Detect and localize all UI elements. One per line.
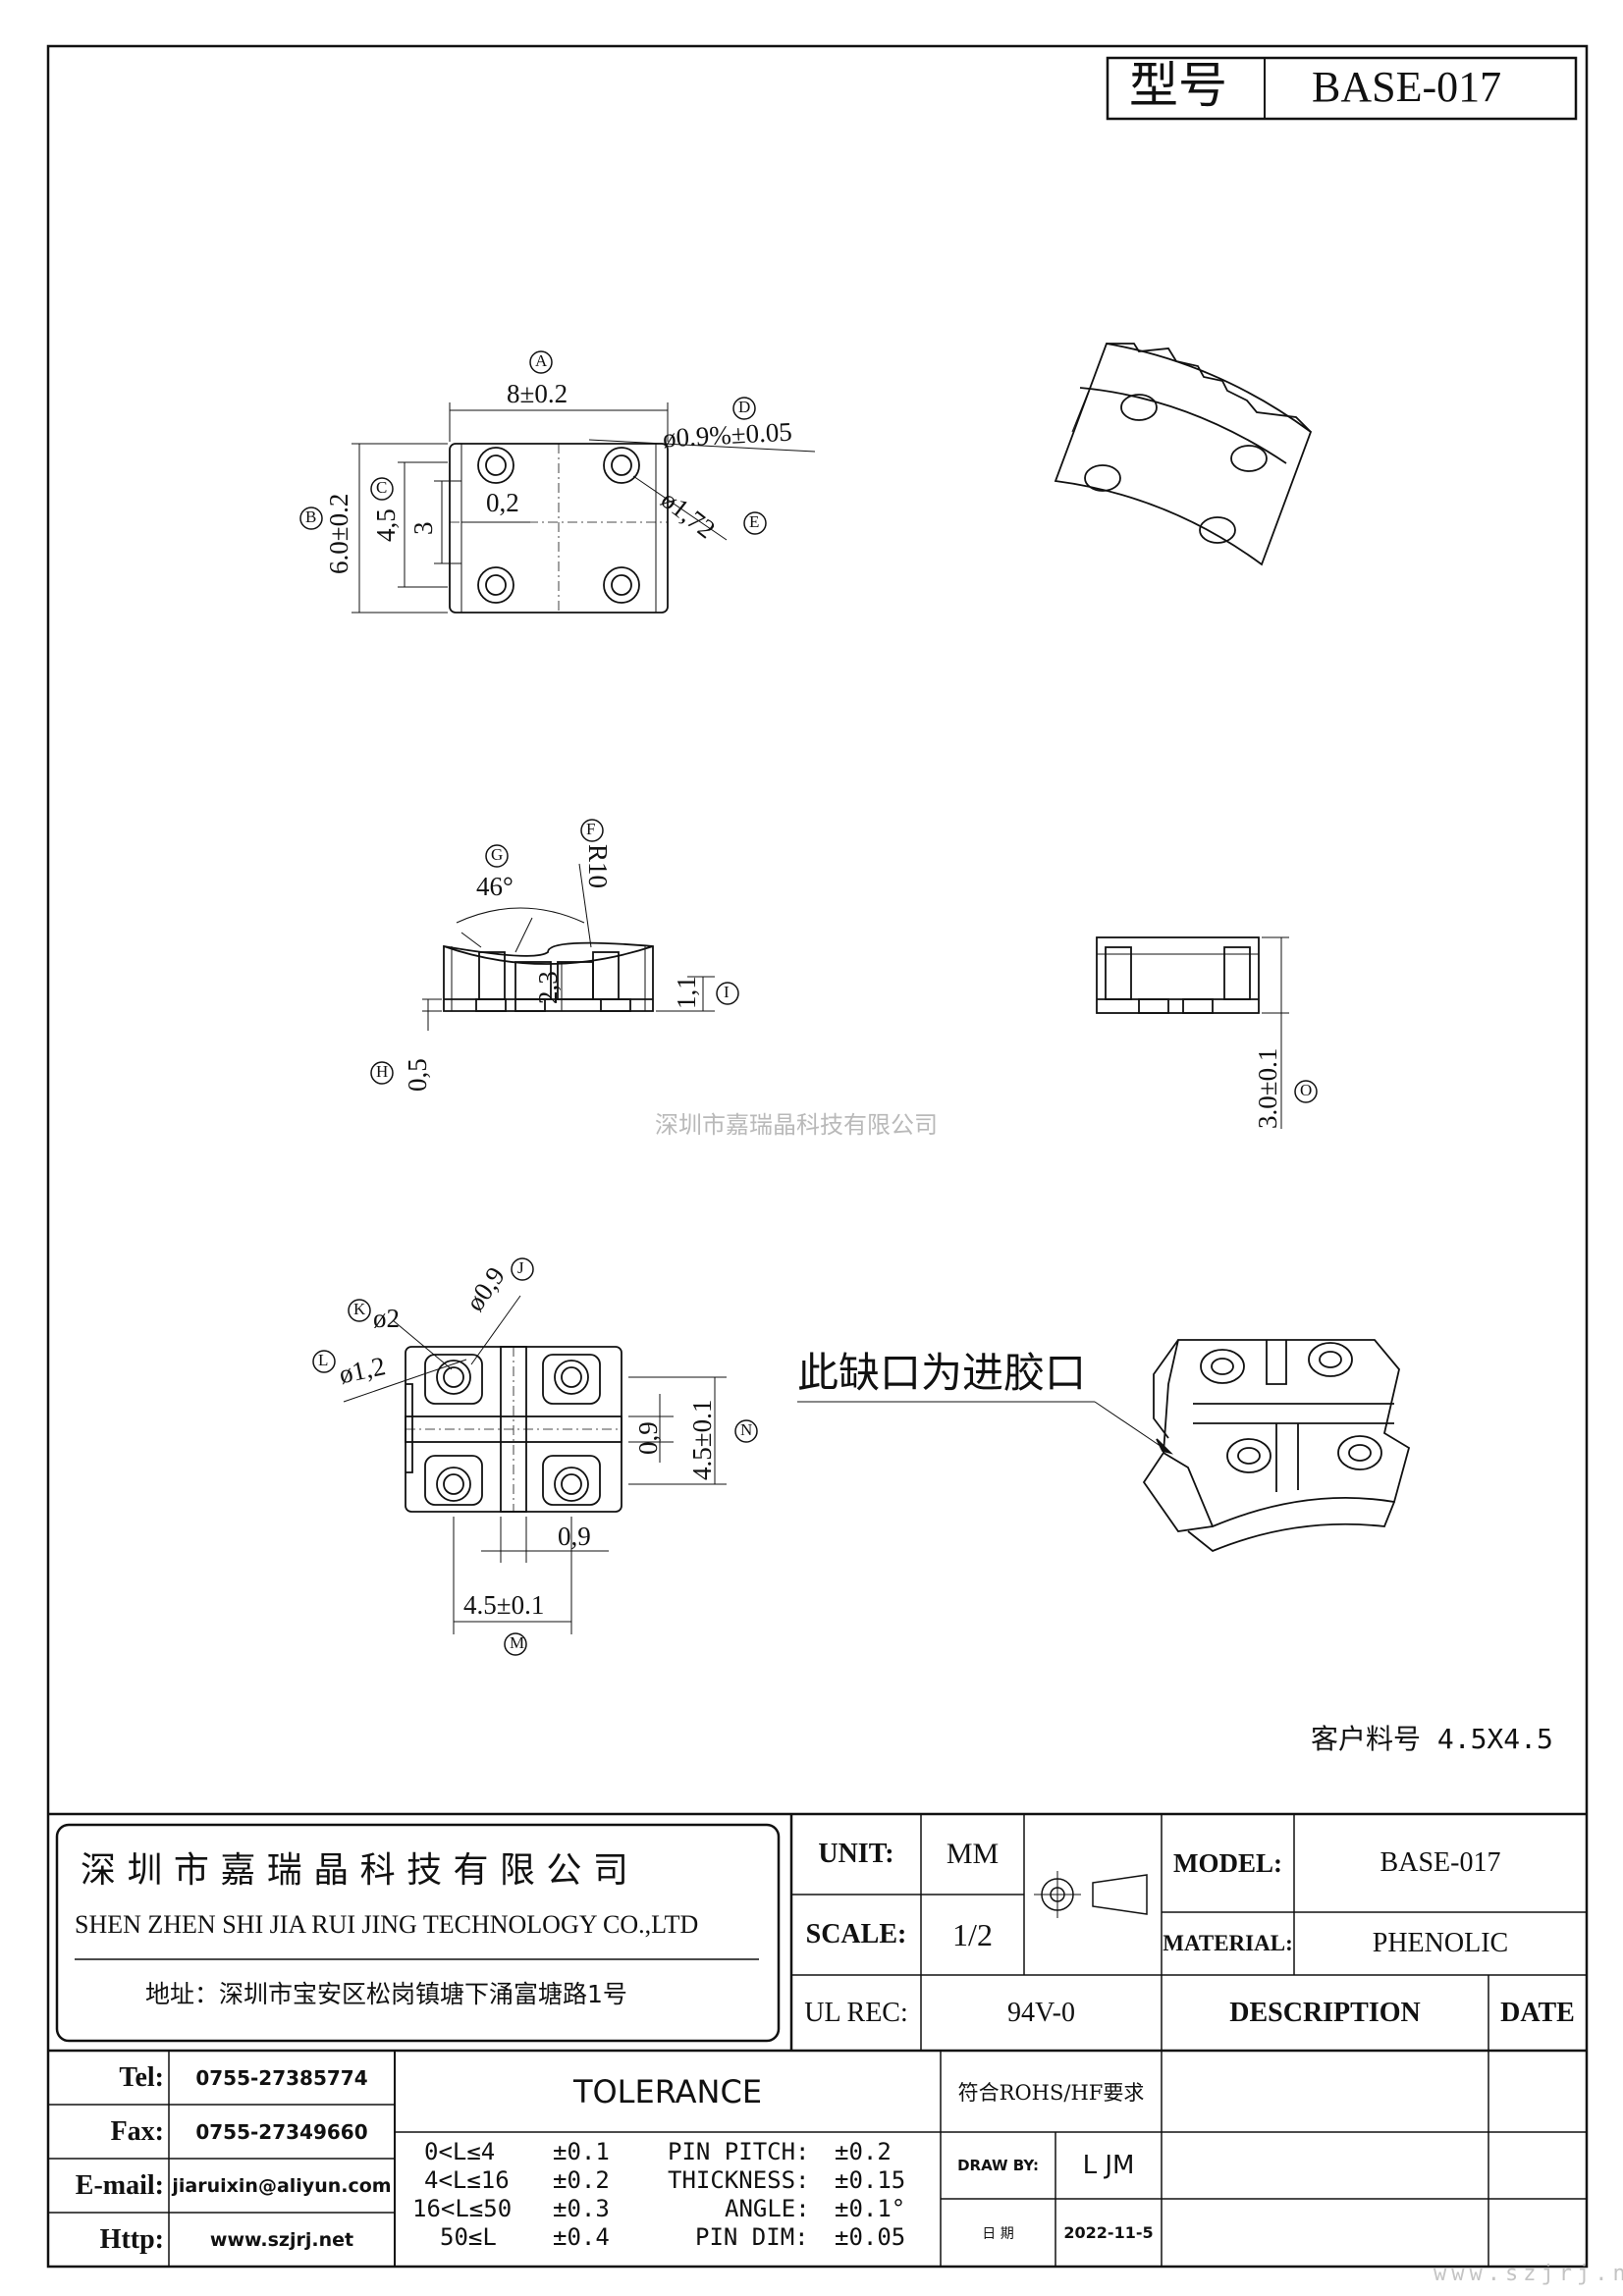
fax-label: Fax:	[110, 2115, 164, 2147]
material-label: MATERIAL:	[1163, 1931, 1293, 1955]
iso-view-bottom	[797, 1339, 1411, 1553]
dim-G: 46°	[476, 872, 514, 901]
email-label: E-mail:	[75, 2169, 164, 2201]
label-N: N	[740, 1420, 753, 1439]
spec-tol-2: ±0.15	[835, 2166, 906, 2194]
header-model-value: BASE-017	[1312, 63, 1502, 111]
scale-label: SCALE:	[805, 1919, 907, 1949]
material-value: PHENOLIC	[1372, 1928, 1509, 1958]
dim-A: 8±0.2	[507, 379, 568, 408]
spec-tol-1: ±0.2	[835, 2138, 892, 2165]
dim-gap: 0,2	[486, 488, 519, 517]
title-block-lines	[48, 1812, 1587, 2267]
label-C: C	[376, 478, 388, 497]
footer-watermark: www.szjrj.net	[1434, 2262, 1623, 2286]
tol-value-4: ±0.4	[553, 2223, 610, 2251]
label-A: A	[535, 351, 548, 370]
spec-label-1: PIN PITCH:	[668, 2138, 810, 2165]
customer-part: 客户料号 4.5X4.5	[1311, 1723, 1553, 1755]
draw-by-value: L JM	[1082, 2151, 1135, 2180]
tol-range-4: 50≤L	[440, 2223, 497, 2251]
scale-value: 1/2	[952, 1916, 993, 1952]
draw-by-label: DRAW BY:	[957, 2157, 1039, 2174]
spec-tol-3: ±0.1°	[835, 2195, 906, 2222]
bottom-view	[343, 1295, 727, 1634]
unit-label: UNIT:	[818, 1839, 894, 1869]
dim-C: 4,5	[371, 508, 401, 542]
tol-value-3: ±0.3	[553, 2195, 610, 2222]
header-model-label: 型号	[1129, 57, 1227, 114]
company-cn: 深 圳 市 嘉 瑞 晶 科 技 有 限 公 司	[81, 1850, 628, 1891]
dim-H: 0,5	[403, 1058, 432, 1092]
side-view	[422, 863, 715, 1031]
ul-value: 94V-0	[1007, 1997, 1075, 2028]
label-M: M	[510, 1633, 525, 1652]
http-value[interactable]: www.szjrj.net	[209, 2228, 354, 2251]
watermark: 深圳市嘉瑞晶科技有限公司	[655, 1111, 938, 1139]
tol-value-2: ±0.2	[553, 2166, 610, 2194]
label-K: K	[353, 1300, 366, 1318]
model-value: BASE-017	[1380, 1847, 1501, 1878]
tol-range-3: 16<L≤50	[412, 2195, 513, 2222]
spec-label-4: PIN DIM:	[695, 2223, 809, 2251]
label-O: O	[1300, 1081, 1313, 1099]
label-I: I	[724, 983, 730, 1001]
gate-note: 此缺口为进胶口	[797, 1349, 1087, 1397]
fax-value: 0755-27349660	[195, 2119, 368, 2144]
company-en: SHEN ZHEN SHI JIA RUI JING TECHNOLOGY CO…	[75, 1910, 699, 1939]
dim-K: ø2	[373, 1304, 400, 1333]
tel-label: Tel:	[119, 2061, 164, 2093]
top-view	[352, 402, 816, 614]
label-D: D	[738, 398, 751, 416]
dim-N: 4.5±0.1	[687, 1399, 717, 1480]
description-label: DESCRIPTION	[1229, 1997, 1421, 2028]
label-B: B	[305, 507, 317, 526]
dim-I: 1,1	[672, 976, 701, 1009]
ul-label: UL REC:	[804, 1997, 908, 2028]
label-H: H	[376, 1062, 389, 1081]
dim-O: 3.0±0.1	[1253, 1047, 1282, 1129]
model-label: MODEL:	[1173, 1847, 1282, 1878]
company-address: 地址：深圳市宝安区松岗镇塘下涌富塘路1号	[145, 1980, 627, 2008]
tolerance-title: TOLERANCE	[572, 2072, 763, 2110]
dim-D: ø0.9%±0.05	[662, 416, 793, 454]
iso-view-top	[1054, 342, 1313, 566]
spec-label-2: THICKNESS:	[668, 2166, 810, 2194]
end-view	[1096, 936, 1289, 1129]
tol-range-1: 0<L≤4	[424, 2138, 496, 2165]
tel-value: 0755-27385774	[195, 2065, 368, 2090]
label-F: F	[586, 820, 596, 838]
label-E: E	[749, 512, 760, 531]
dim-rib-v: 0,9	[633, 1421, 663, 1455]
rohs-note: 符合ROHS/HF要求	[957, 2080, 1145, 2105]
dim-h: 2,3	[533, 971, 563, 1004]
dim-M: 4.5±0.1	[463, 1590, 545, 1620]
label-G: G	[491, 845, 504, 864]
dim-F: R10	[583, 844, 613, 889]
tol-value-1: ±0.1	[553, 2138, 610, 2165]
date-value: 2022-11-5	[1063, 2223, 1154, 2242]
dim-inner: 3	[408, 521, 438, 536]
date-cn-label: 日 期	[982, 2225, 1014, 2242]
date-label: DATE	[1500, 1997, 1575, 2028]
dim-rib-h: 0,9	[558, 1522, 591, 1551]
http-label: Http:	[99, 2223, 164, 2255]
unit-value: MM	[946, 1838, 1000, 1870]
dim-B: 6.0±0.2	[324, 493, 353, 574]
spec-tol-4: ±0.05	[835, 2223, 906, 2251]
label-L: L	[318, 1351, 329, 1369]
spec-label-3: ANGLE:	[725, 2195, 810, 2222]
tol-range-2: 4<L≤16	[424, 2166, 510, 2194]
email-value[interactable]: jiaruixin@aliyun.com	[172, 2174, 392, 2197]
label-J: J	[517, 1258, 524, 1277]
